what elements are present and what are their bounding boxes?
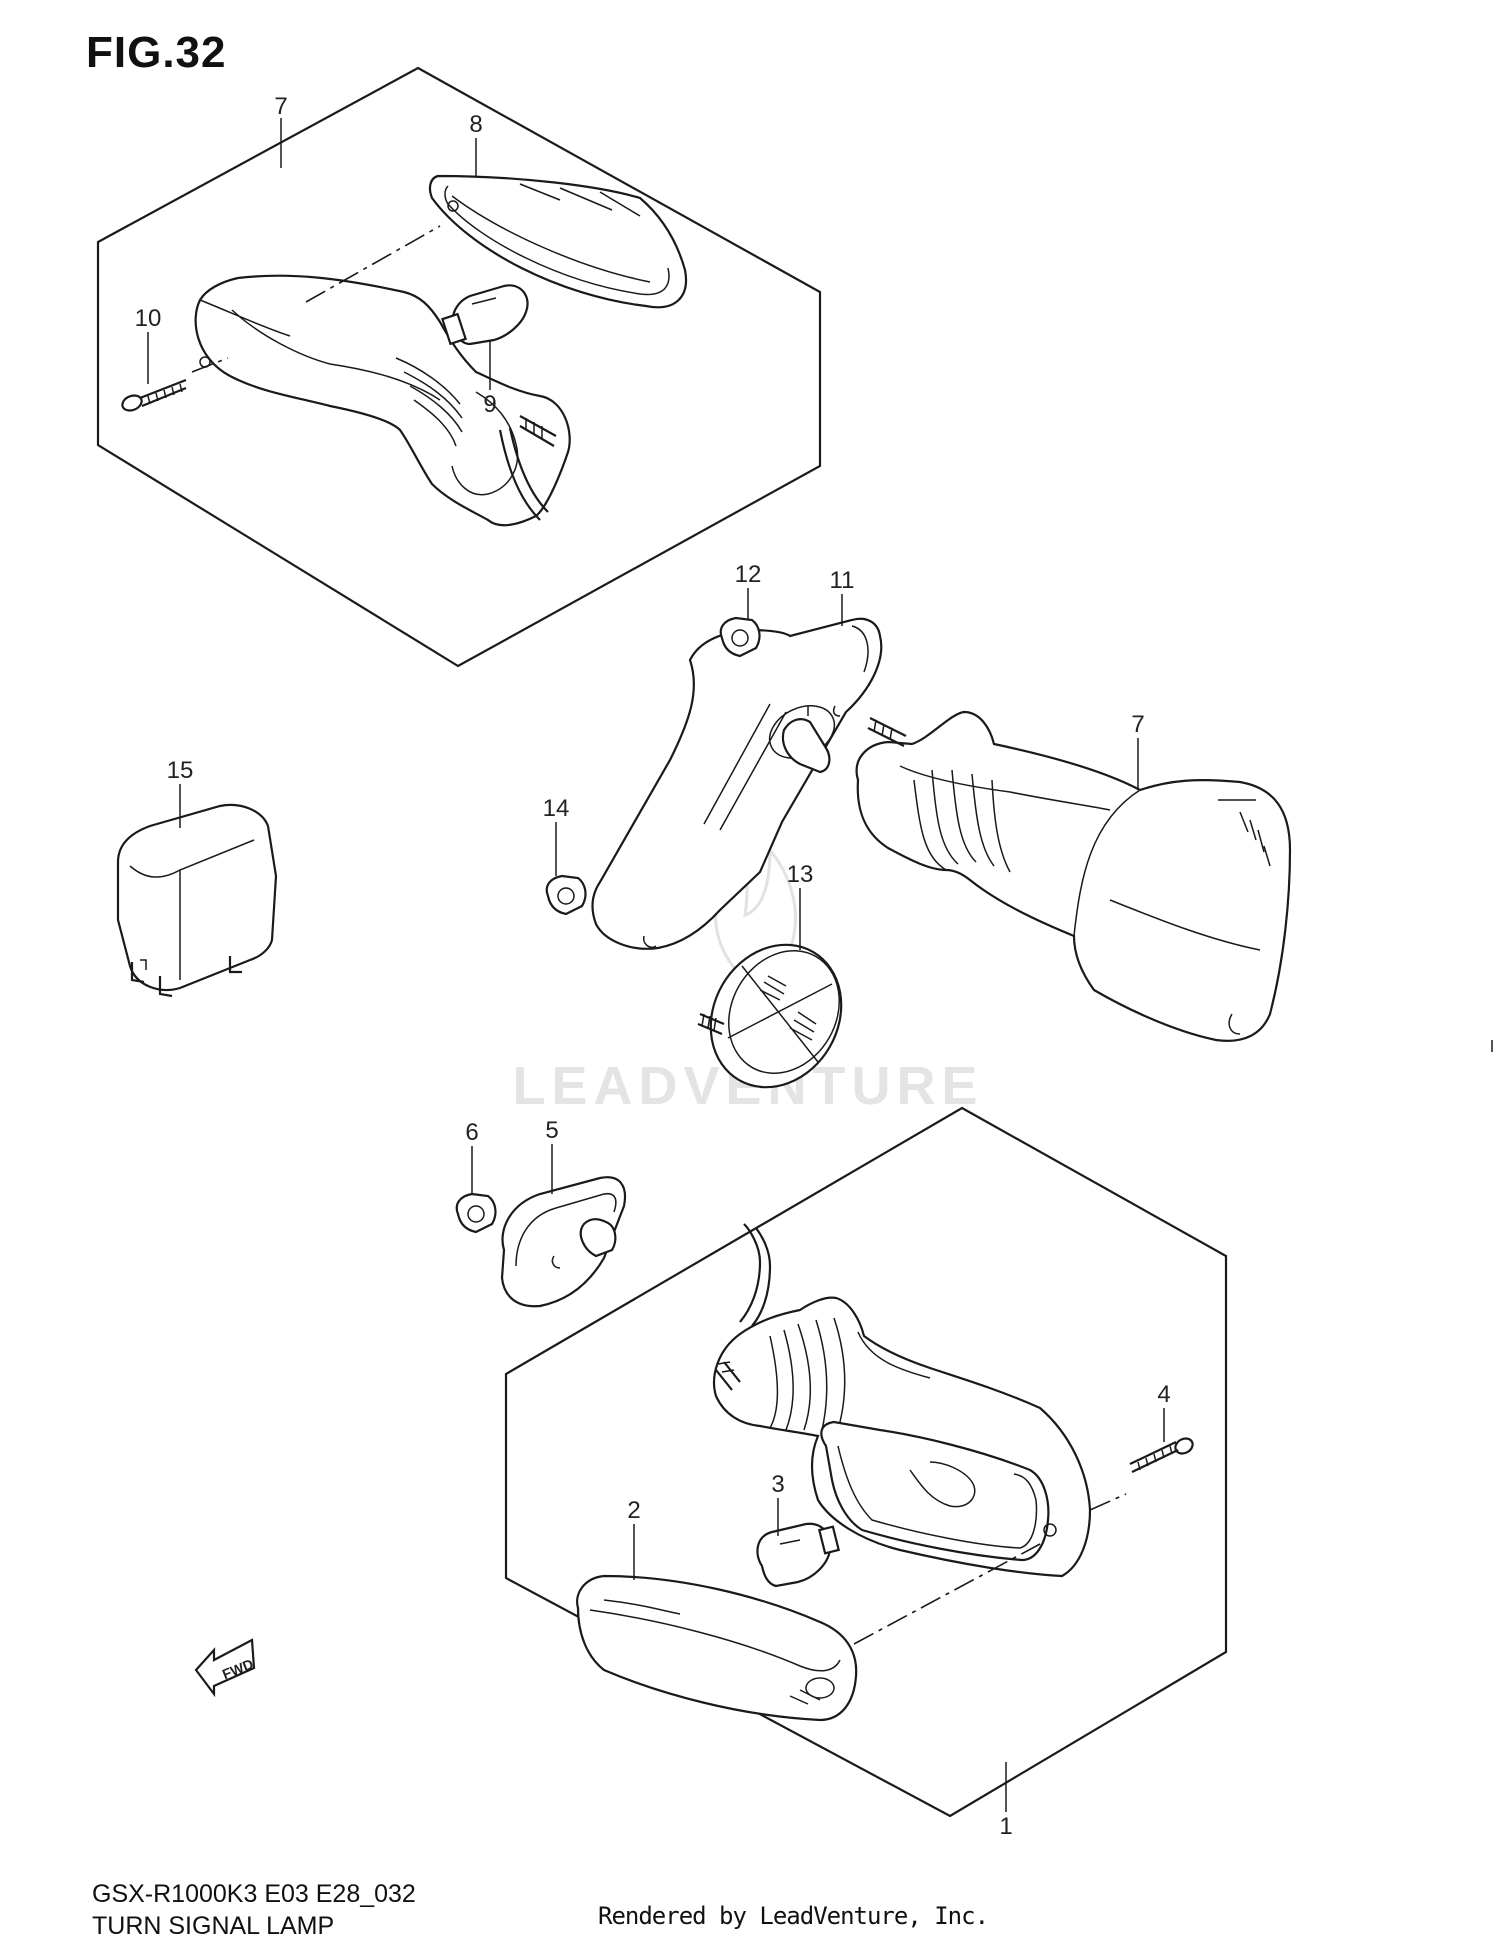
part-8-lens (428, 174, 688, 309)
part-1-housing-lower (712, 1223, 1092, 1578)
render-credit: Rendered by LeadVenture, Inc. (598, 1902, 989, 1930)
callout-7-right: 7 (1131, 711, 1144, 738)
part-3-bulb (756, 1522, 841, 1588)
callout-1: 1 (999, 1813, 1012, 1840)
callout-8: 8 (469, 111, 482, 138)
callout-2: 2 (627, 1497, 640, 1524)
forward-direction-arrow: FWD (194, 1638, 255, 1698)
part-7-housing-upper (194, 274, 571, 527)
callout-14: 14 (543, 795, 570, 822)
callout-leaders (147, 118, 1165, 1812)
callout-10: 10 (135, 305, 162, 332)
assembly-line (853, 1543, 1041, 1645)
callout-15: 15 (167, 757, 194, 784)
part-13-reflector (697, 943, 843, 1089)
callout-3: 3 (771, 1471, 784, 1498)
callout-13: 13 (787, 861, 814, 888)
watermark-logo (713, 836, 797, 992)
part-12-nut (719, 616, 761, 658)
part-4-screw (1129, 1437, 1194, 1473)
callout-7-upper: 7 (274, 93, 287, 120)
callout-4: 4 (1157, 1381, 1170, 1408)
model-code: GSX-R1000K3 E03 E28_032 (92, 1880, 416, 1908)
callout-9: 9 (483, 391, 496, 418)
part-5-plate (500, 1176, 627, 1308)
part-group-name: TURN SIGNAL LAMP (92, 1912, 335, 1940)
part-14-nut (545, 874, 587, 916)
assembly-box-upper (96, 66, 822, 668)
callout-12: 12 (735, 561, 762, 588)
part-9-bulb (440, 284, 529, 346)
part-11-bracket (591, 617, 883, 950)
assembly-line (305, 225, 441, 303)
assembly-line (1089, 1493, 1127, 1511)
assembly-box-lower (504, 1106, 1228, 1818)
figure-title: FIG.32 (86, 28, 227, 77)
part-10-screw (121, 378, 187, 412)
assembly-line (191, 357, 229, 373)
part-2-lens (576, 1574, 858, 1722)
part-6-nut (455, 1192, 497, 1234)
part-7-turn-signal-right (855, 710, 1292, 1042)
part-15-relay (116, 803, 278, 998)
callout-6: 6 (465, 1119, 478, 1146)
callout-11: 11 (830, 567, 855, 594)
callout-5: 5 (545, 1117, 558, 1144)
